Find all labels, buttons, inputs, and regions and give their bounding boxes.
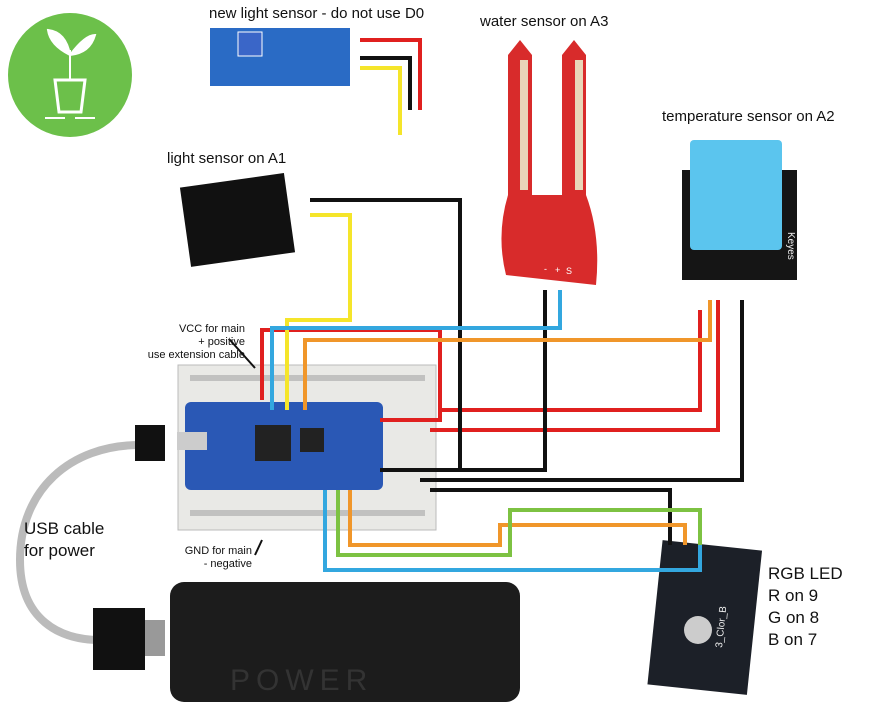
dht-sensor [690, 140, 782, 250]
breadboard-holes [190, 375, 425, 516]
power-bank-text: POWER [230, 664, 373, 697]
wire-yellow [285, 66, 402, 410]
rgb-label-b: B on 7 [768, 630, 818, 649]
light-sensor-label: light sensor on A1 [167, 150, 287, 167]
vcc-label: VCC for main + positive use extension ca… [130, 323, 245, 362]
temperature-sensor-label: temperature sensor on A2 [662, 108, 835, 125]
new-light-sensor-module [210, 28, 350, 86]
water-pin-plus: + [555, 265, 560, 275]
wire-blue [270, 290, 702, 572]
gnd-label-line2: - negative [203, 558, 252, 570]
rgb-module-text: 3_Clor_B [714, 605, 729, 648]
light-sensor-module [179, 173, 296, 267]
water-sensor-module [501, 40, 598, 285]
rgb-label-r: R on 9 [768, 586, 819, 605]
usb-label-line2: for power [24, 541, 95, 560]
plant-logo [8, 13, 132, 137]
rgb-label-title: RGB LED [768, 564, 843, 583]
temp-module-text: Keyes [785, 232, 796, 260]
rgb-label: RGB LED R on 9 G on 8 B on 7 [768, 563, 843, 651]
rgb-label-g: G on 8 [768, 608, 820, 627]
pointer-vcc [229, 339, 263, 556]
water-sensor-label: water sensor on A3 [480, 13, 609, 30]
gnd-label-line1: GND for main [184, 545, 252, 557]
new-light-sensor-label: new light sensor - do not use D0 [209, 5, 425, 22]
wire-black [310, 56, 744, 545]
water-sensor-pins: - + S [544, 264, 572, 276]
water-pin-minus: - [544, 264, 547, 274]
usb-plug-bottom [93, 608, 145, 670]
water-pin-signal: S [566, 266, 572, 276]
vcc-label-line2: + positive [198, 336, 245, 348]
usb-label: USB cable for power [24, 518, 104, 562]
wire-orange [303, 300, 712, 547]
usb-cable [15, 441, 141, 644]
usb-label-line1: USB cable [24, 519, 105, 538]
vcc-label-line3: use extension cable [147, 349, 245, 361]
rgb-led-module [647, 540, 763, 695]
usb-plug-top [135, 425, 165, 461]
wire-green [336, 490, 702, 557]
gnd-label: GND for main - negative [165, 545, 252, 571]
power-bank [170, 582, 520, 702]
vcc-label-line1: VCC for main [178, 323, 245, 335]
wires [229, 38, 744, 572]
